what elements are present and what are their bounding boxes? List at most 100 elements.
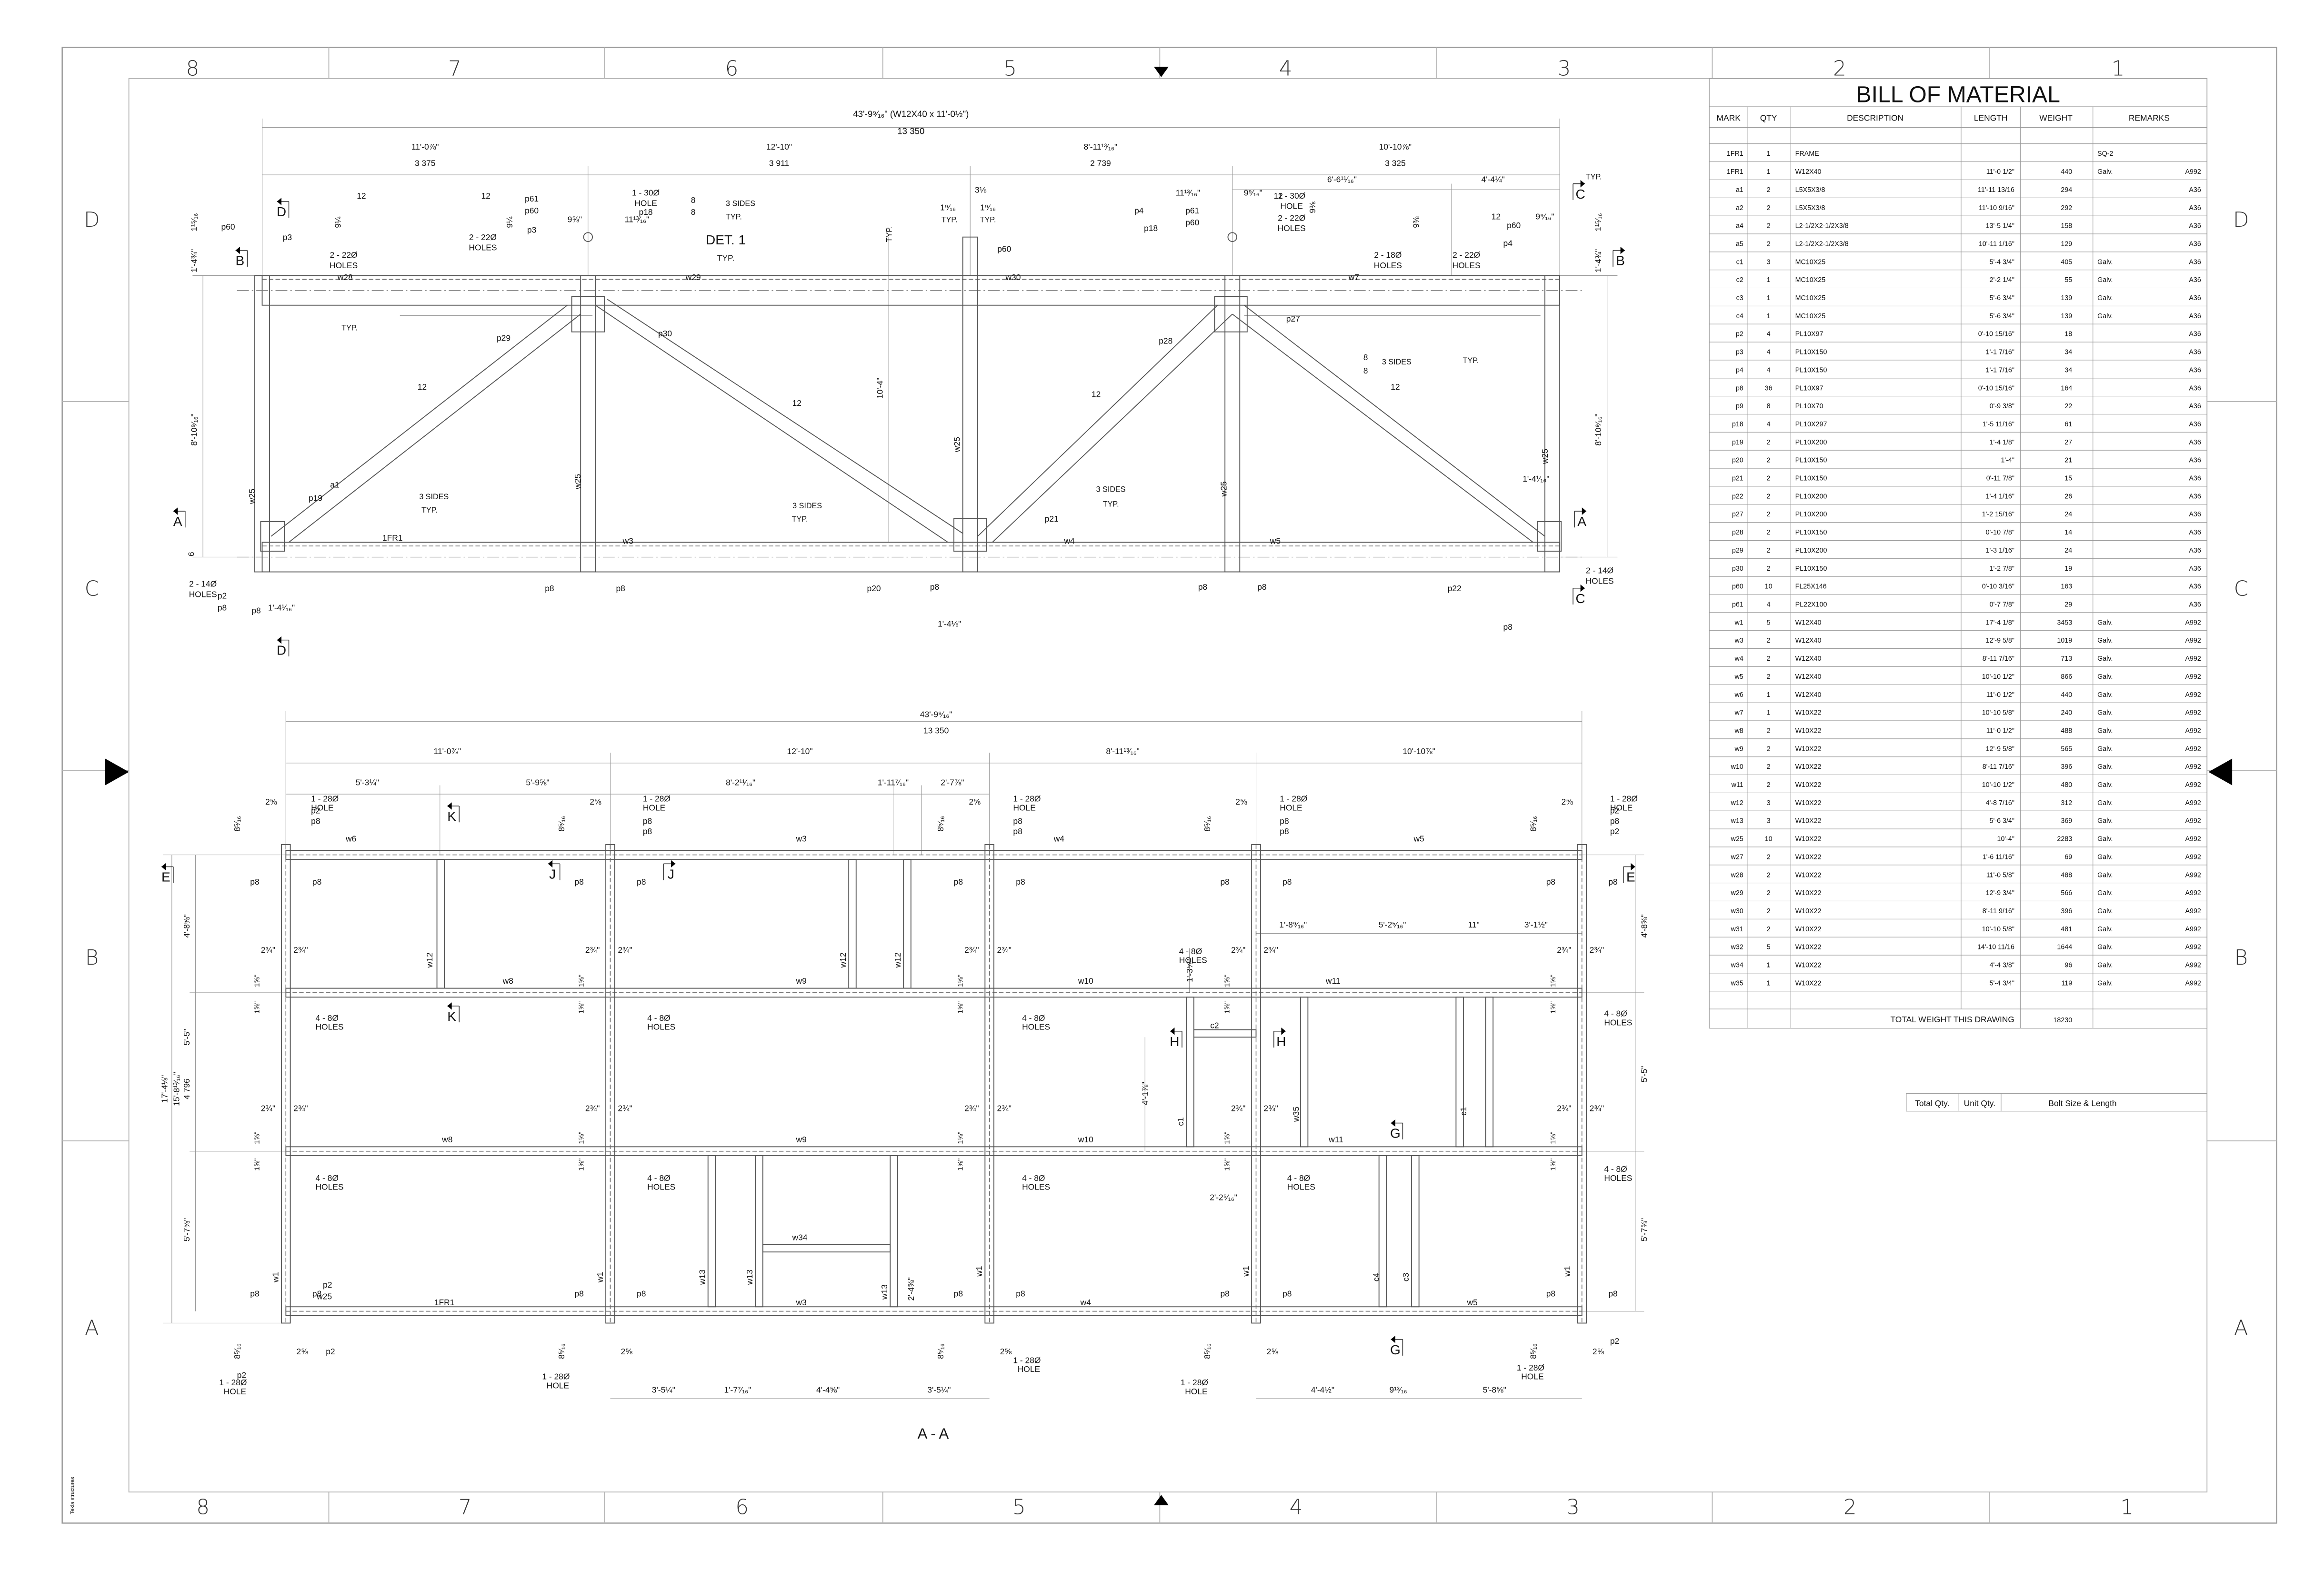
drawing-label: 1'-4¹⁄₁₆" — [1523, 474, 1549, 484]
bom-mark: a1 — [1736, 186, 1743, 194]
drawing-label: 2¾" — [585, 945, 600, 955]
bom-qty: 2 — [1767, 926, 1771, 933]
drawing-label: HOLES — [647, 1022, 675, 1032]
section-arrow-icon — [447, 1002, 452, 1010]
bom-remark-grade: A992 — [2185, 962, 2201, 969]
drawing-label: 1⅝" — [577, 975, 585, 987]
bom-length: 1'-1 7/16" — [1986, 349, 2014, 356]
section-mark-label: B — [1616, 253, 1625, 268]
bom-remark-grade: A36 — [2189, 421, 2201, 428]
drawing-label: 1'-4¾" — [1593, 249, 1603, 272]
bom-length: 17'-4 1/8" — [1986, 619, 2014, 626]
bom-description: PL22X100 — [1795, 601, 1827, 609]
bom-remark-grade: A36 — [2189, 403, 2201, 410]
section-arrow-icon — [1631, 863, 1635, 871]
section-arrow-icon — [1391, 1335, 1395, 1343]
drawing-label: w25 — [1219, 481, 1228, 497]
drawing-label: 2⅝ — [1562, 797, 1573, 806]
drawing-label: p8 — [545, 584, 554, 593]
section-arrow-icon — [1580, 584, 1585, 592]
drawing-label: DET. 1 — [706, 232, 746, 247]
drawing-label: 17'-4⅛" — [160, 1075, 169, 1103]
bom-qty: 4 — [1767, 366, 1771, 374]
bom-remark-finish: Galv. — [2097, 979, 2113, 987]
drawing-label: p8 — [643, 816, 652, 826]
drawing-label: 12 — [1492, 212, 1501, 221]
section-mark — [1391, 1119, 1403, 1139]
drawing-label: 2 - 22Ø — [330, 250, 358, 260]
drawing-label: 8 — [1363, 353, 1368, 362]
bom-qty: 3 — [1767, 799, 1771, 807]
center-arrow-bottom-icon — [1153, 1495, 1169, 1506]
drawing-label: HOLES — [330, 261, 358, 270]
drawing-label: p3 — [527, 225, 536, 234]
drawing-label: 4'-4¼" — [1482, 175, 1505, 184]
plan-labels: 43'-9⁹⁄₁₆"13 35011'-0⅞"12'-10"8'-11¹³⁄₁₆… — [160, 709, 1649, 1442]
drawing-label: 5'-8⅝" — [1483, 1385, 1506, 1395]
bom-description: MC10X25 — [1795, 294, 1826, 302]
bom-header-mark: MARK — [1717, 113, 1741, 122]
bom-description: PL10X150 — [1795, 565, 1827, 573]
drawing-label: 3 375 — [415, 158, 436, 168]
bom-weight: 18 — [2064, 331, 2072, 338]
bom-description: W12X40 — [1795, 619, 1822, 626]
drawing-label: w35 — [1292, 1107, 1301, 1122]
bom-length: 4'-4 3/8" — [1990, 962, 2014, 969]
bolt-header-unit-qty: Unit Qty. — [1964, 1098, 1995, 1108]
drawing-label: 13 350 — [897, 126, 924, 136]
bom-remark-grade: A992 — [2185, 836, 2201, 843]
drawing-label: 12 — [1092, 390, 1101, 399]
bom-length: 1'-1 7/16" — [1986, 366, 2014, 374]
bom-description: W10X22 — [1795, 727, 1822, 735]
drawing-label: 3 SIDES — [1382, 358, 1412, 366]
drawing-label: 2⅝ — [1593, 1347, 1604, 1356]
bom-weight: 14 — [2064, 529, 2072, 536]
bom-remark-grade: A36 — [2189, 312, 2201, 320]
bom-mark: c2 — [1736, 276, 1743, 284]
drawing-label: HOLES — [315, 1022, 343, 1032]
drawing-label: 3'-5¼" — [652, 1385, 675, 1395]
drawing-label: p3 — [283, 232, 292, 242]
bom-mark: a2 — [1736, 204, 1743, 212]
bom-qty: 1 — [1767, 312, 1771, 320]
drawing-label: 12'-10" — [766, 142, 792, 151]
drawing-label: 9⅜ — [1308, 202, 1317, 213]
bom-length: 11'-10 9/16" — [1979, 204, 2014, 212]
drawing-label: 1'-8⁹⁄₁₆" — [1279, 920, 1307, 929]
bom-mark: w29 — [1731, 889, 1743, 897]
drawing-label: p8 — [574, 1289, 583, 1298]
bom-description: W10X22 — [1795, 926, 1822, 933]
section-arrow-icon — [1582, 507, 1587, 515]
section-arrow-icon — [1580, 180, 1585, 188]
bom-remark-finish: Galv. — [2097, 727, 2113, 735]
bom-qty: 2 — [1767, 727, 1771, 735]
bom-remark-grade: A36 — [2189, 384, 2201, 392]
bom-weight: 158 — [2061, 222, 2072, 230]
bom-total-label: TOTAL WEIGHT THIS DRAWING — [1890, 1015, 2014, 1024]
drawing-label: 15'-8¹³⁄₁₆" — [171, 1072, 181, 1106]
drawing-label: w4 — [1053, 834, 1065, 844]
bom-weight: 139 — [2061, 312, 2072, 320]
drawing-label: 1 - 28Ø — [1013, 794, 1041, 804]
bom-length: 1'-5 11/16" — [1983, 421, 2014, 428]
section-arrow-icon — [671, 860, 676, 868]
bom-remark-grade: A36 — [2189, 294, 2201, 302]
drawing-label: p8 — [637, 877, 646, 887]
centering-marks — [105, 66, 2233, 1506]
drawing-label: 2¾" — [1263, 1104, 1278, 1113]
bom-weight: 69 — [2064, 853, 2072, 861]
drawing-label: 9¼ — [333, 216, 342, 228]
drawing-label: p4 — [1134, 206, 1144, 215]
drawing-label: 4 - 8Ø — [1604, 1009, 1627, 1018]
bom-remark-grade: A36 — [2189, 439, 2201, 446]
drawing-label: p60 — [525, 206, 539, 215]
drawing-label: w28 — [337, 272, 353, 282]
